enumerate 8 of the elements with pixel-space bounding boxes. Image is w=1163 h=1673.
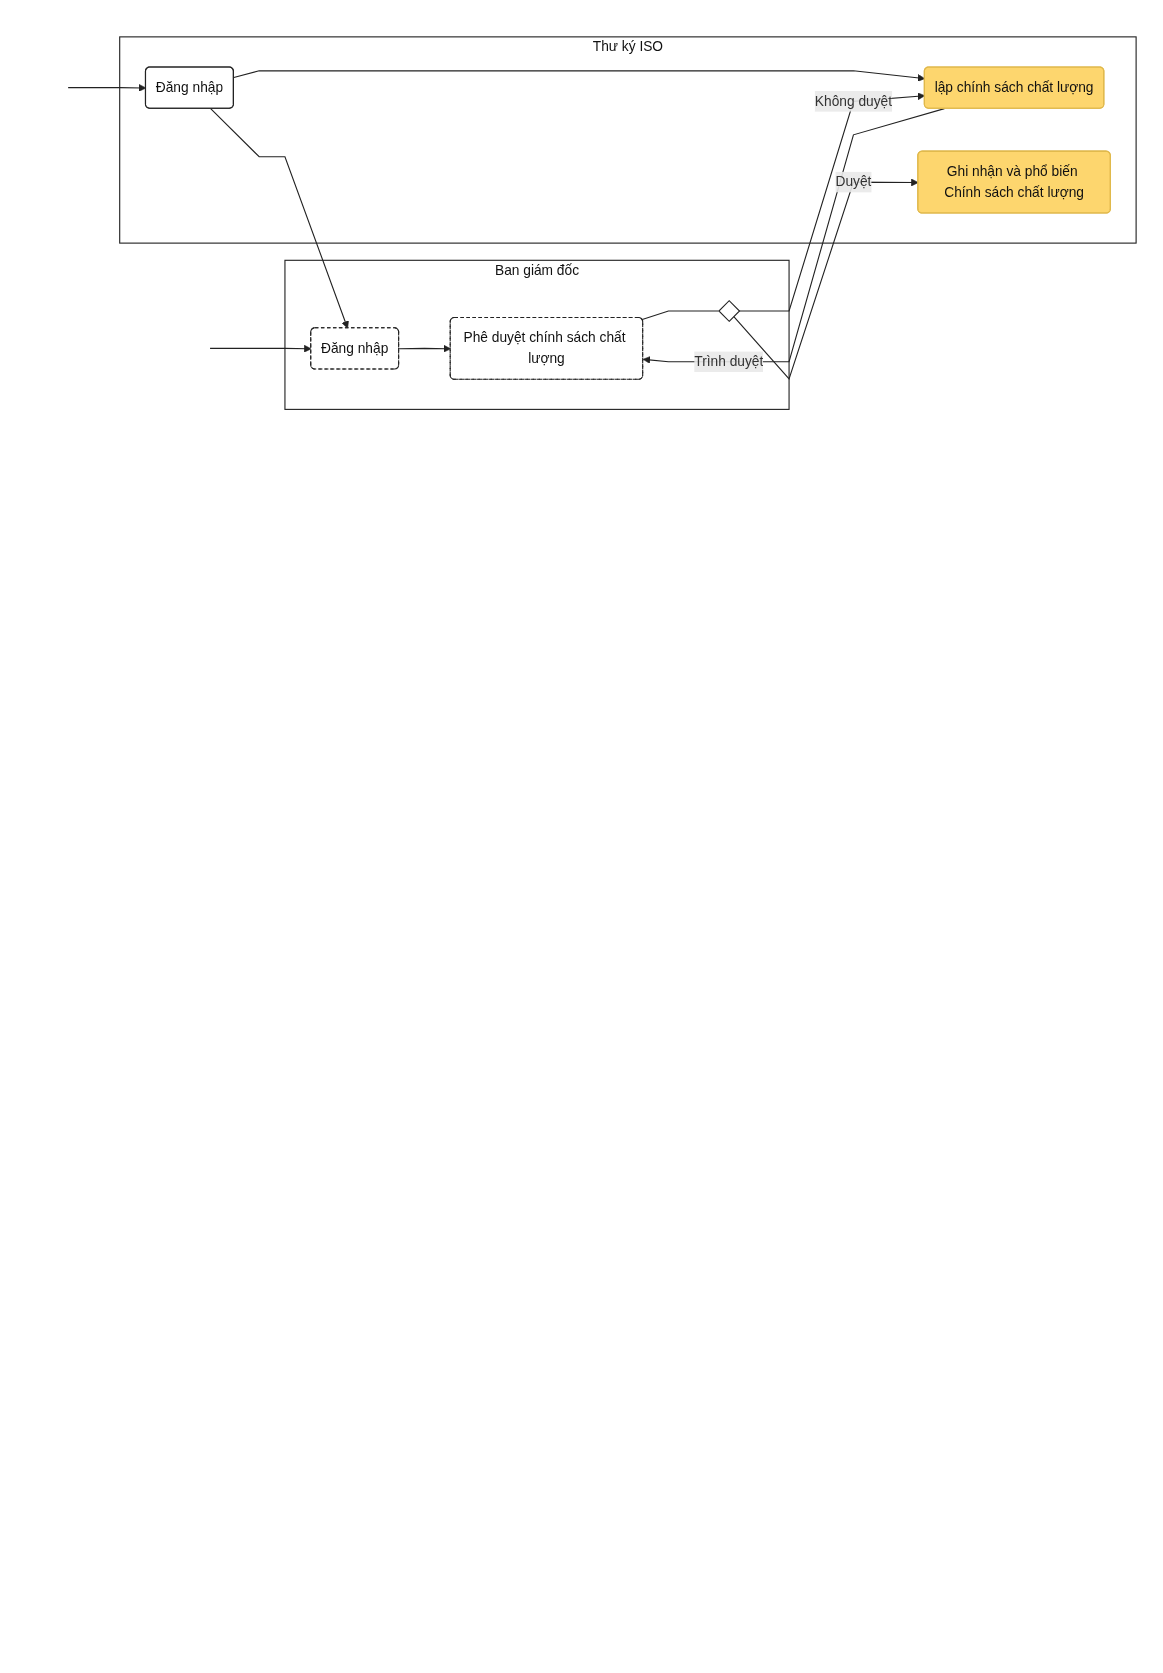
arrow — [642, 108, 945, 364]
edge-label: Trình duyệt — [694, 353, 764, 369]
arrow — [398, 344, 451, 353]
arrow — [210, 108, 349, 329]
edge-label: Không duyệt — [814, 93, 893, 109]
node-diamond — [718, 299, 741, 323]
edge-label: Duyệt — [835, 174, 872, 189]
connector — [641, 310, 719, 321]
